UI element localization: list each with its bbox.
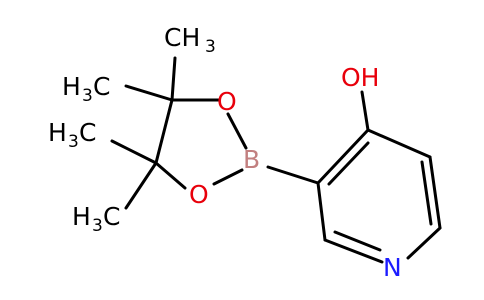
methyl-4-subscript: 3 (92, 216, 103, 236)
methyl-3-h-label: H (48, 118, 67, 147)
methyl-2-h-label: H (62, 72, 81, 101)
bond-c6-c5 (428, 155, 442, 230)
methyl-2-subscript: 3 (82, 86, 93, 106)
bond-c-c (154, 98, 174, 165)
bond-n-c6 (406, 226, 442, 260)
bond-methyl-4 (124, 161, 158, 210)
methyl-2-c-label: C (93, 72, 110, 101)
methyl-4-c-label: C (103, 202, 120, 231)
bond-c4-c3b (327, 141, 370, 186)
bond-c4-c3a (316, 128, 370, 185)
bond-c5-c4 (366, 128, 432, 159)
bond-c3-c2 (316, 181, 327, 242)
bond-methyl-3 (110, 139, 158, 165)
bond-c-o-bottom (154, 161, 187, 190)
methyl-4-h-label: H (72, 202, 91, 231)
boron-label: B (243, 145, 260, 174)
bond-c3-b (266, 165, 320, 185)
bond-o-bottom-b (212, 168, 244, 186)
oxygen-bottom-label: O (189, 180, 209, 209)
oxygen-top-label: O (217, 87, 237, 116)
methyl-3-subscript: 3 (68, 132, 79, 152)
bond-methyl-2 (124, 84, 174, 102)
methyl-3-c-label: C (79, 118, 96, 147)
bond-c6-c5-inner (420, 160, 433, 226)
bond-b-o-top (226, 112, 248, 150)
bond-c2-n (323, 238, 384, 264)
methyl-1-subscript: 3 (205, 37, 216, 57)
nitrogen-label: N (383, 253, 402, 282)
bond-methyl-1 (170, 56, 177, 102)
methyl-1-label: CH (164, 23, 200, 52)
hydroxyl-label: OH (341, 63, 379, 92)
bond-c2-n-inner (333, 230, 382, 252)
bond-c4-oh (360, 90, 370, 132)
